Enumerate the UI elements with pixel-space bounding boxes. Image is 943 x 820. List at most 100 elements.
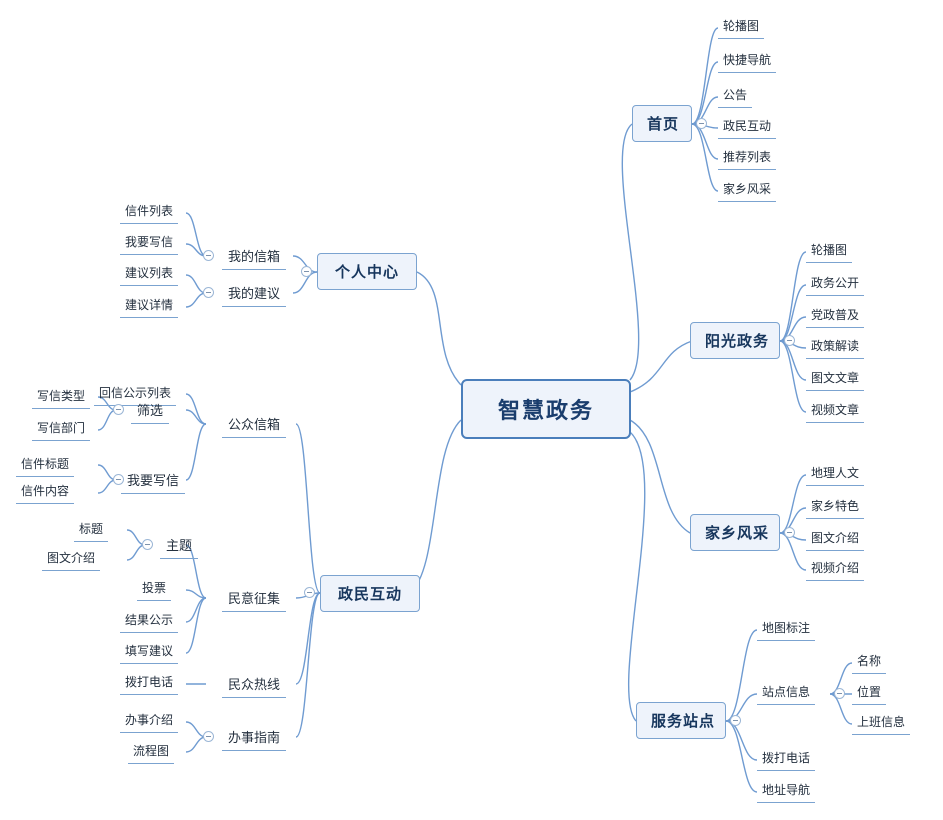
mindmap-root-node[interactable]: 智慧政务: [461, 379, 631, 439]
collapse-toggle-home[interactable]: [696, 118, 707, 129]
node-service-guide[interactable]: 办事指南: [222, 724, 287, 751]
collapse-toggle-interaction[interactable]: [304, 587, 315, 598]
node-public-hotline[interactable]: 民众热线: [222, 671, 287, 698]
collapse-toggle-write-letter[interactable]: [113, 474, 124, 485]
node-gov-article-video[interactable]: 视频文章: [806, 398, 865, 423]
branch-personal-center[interactable]: 个人中心: [317, 253, 417, 290]
node-suggestion-detail[interactable]: 建议详情: [120, 293, 179, 318]
node-station-info[interactable]: 站点信息: [757, 680, 816, 705]
node-label: 地理人文: [811, 466, 860, 480]
node-letter-list[interactable]: 信件列表: [120, 199, 179, 224]
node-service-intro[interactable]: 办事介绍: [120, 708, 179, 733]
node-topic-intro[interactable]: 图文介绍: [42, 546, 101, 571]
collapse-toggle-filter[interactable]: [113, 404, 124, 415]
node-hotline-call[interactable]: 拨打电话: [120, 670, 179, 695]
node-label: 视频文章: [811, 403, 860, 417]
collapse-toggle-my-mailbox[interactable]: [203, 250, 214, 261]
branch-home[interactable]: 首页: [632, 105, 692, 142]
node-label: 名称: [857, 654, 882, 668]
node-label: 标题: [79, 522, 104, 536]
node-home-hometown[interactable]: 家乡风采: [718, 177, 777, 202]
node-home-recommend[interactable]: 推荐列表: [718, 145, 777, 170]
node-label: 我的建议: [228, 286, 281, 301]
branch-hometown-label: 家乡风采: [705, 525, 770, 542]
node-label: 政民互动: [723, 119, 772, 133]
node-opinion-collection[interactable]: 民意征集: [222, 585, 287, 612]
node-station-call[interactable]: 拨打电话: [757, 746, 816, 771]
node-home-quicknav[interactable]: 快捷导航: [718, 48, 777, 73]
node-label: 政务公开: [811, 276, 860, 290]
node-filter[interactable]: 筛选: [131, 397, 170, 424]
node-station-work-info[interactable]: 上班信息: [852, 710, 911, 735]
node-letter-content[interactable]: 信件内容: [16, 479, 75, 504]
node-label: 地图标注: [762, 621, 811, 635]
node-home-notice[interactable]: 公告: [718, 83, 753, 108]
node-letter-title[interactable]: 信件标题: [16, 452, 75, 477]
node-label: 民众热线: [228, 677, 281, 692]
node-my-mailbox[interactable]: 我的信箱: [222, 243, 287, 270]
node-home-interaction[interactable]: 政民互动: [718, 114, 777, 139]
branch-service-station[interactable]: 服务站点: [636, 702, 726, 739]
collapse-toggle-sunshine-gov[interactable]: [784, 335, 795, 346]
node-label: 信件标题: [21, 457, 70, 471]
collapse-toggle-service-guide[interactable]: [203, 731, 214, 742]
node-label: 填写建议: [125, 644, 174, 658]
node-label: 视频介绍: [811, 561, 860, 575]
node-write-letter-personal[interactable]: 我要写信: [120, 230, 179, 255]
branch-service-station-label: 服务站点: [651, 713, 716, 730]
node-gov-policy-interpretation[interactable]: 政策解读: [806, 334, 865, 359]
node-label: 轮播图: [811, 243, 848, 257]
node-gov-carousel[interactable]: 轮播图: [806, 238, 853, 263]
collapse-toggle-hometown[interactable]: [784, 527, 795, 538]
node-fill-suggestion[interactable]: 填写建议: [120, 639, 179, 664]
collapse-toggle-station-info[interactable]: [834, 688, 845, 699]
node-reply-public-list[interactable]: 回信公示列表: [94, 381, 177, 406]
node-label: 轮播图: [723, 19, 760, 33]
branch-hometown[interactable]: 家乡风采: [690, 514, 780, 551]
node-topic[interactable]: 主题: [160, 532, 199, 559]
node-label: 建议详情: [125, 298, 174, 312]
branch-home-label: 首页: [647, 116, 680, 133]
node-label: 快捷导航: [723, 53, 772, 67]
node-label: 拨打电话: [125, 675, 174, 689]
collapse-toggle-my-suggestions[interactable]: [203, 287, 214, 298]
branch-sunshine-gov[interactable]: 阳光政务: [690, 322, 780, 359]
node-my-suggestions[interactable]: 我的建议: [222, 280, 287, 307]
node-hometown-intro-video[interactable]: 视频介绍: [806, 556, 865, 581]
node-label: 政策解读: [811, 339, 860, 353]
node-vote[interactable]: 投票: [137, 576, 172, 601]
node-label: 办事介绍: [125, 713, 174, 727]
node-hometown-geography[interactable]: 地理人文: [806, 461, 865, 486]
node-label: 我要写信: [125, 235, 174, 249]
collapse-toggle-service-station[interactable]: [730, 715, 741, 726]
node-label: 流程图: [133, 744, 170, 758]
node-letter-type[interactable]: 写信类型: [32, 384, 91, 409]
node-hometown-intro-text[interactable]: 图文介绍: [806, 526, 865, 551]
node-label: 推荐列表: [723, 150, 772, 164]
node-label: 民意征集: [228, 591, 281, 606]
node-label: 图文介绍: [47, 551, 96, 565]
node-result-publicity[interactable]: 结果公示: [120, 608, 179, 633]
node-topic-title[interactable]: 标题: [74, 517, 109, 542]
branch-sunshine-gov-label: 阳光政务: [705, 333, 770, 350]
node-station-location[interactable]: 位置: [852, 680, 887, 705]
node-suggestion-list[interactable]: 建议列表: [120, 261, 179, 286]
node-gov-party-education[interactable]: 党政普及: [806, 303, 865, 328]
node-public-mailbox[interactable]: 公众信箱: [222, 411, 287, 438]
node-hometown-features[interactable]: 家乡特色: [806, 494, 865, 519]
node-home-carousel[interactable]: 轮播图: [718, 14, 765, 39]
node-station-name[interactable]: 名称: [852, 649, 887, 674]
node-label: 写信类型: [37, 389, 86, 403]
node-letter-department[interactable]: 写信部门: [32, 416, 91, 441]
node-station-map-marker[interactable]: 地图标注: [757, 616, 816, 641]
node-label: 回信公示列表: [99, 386, 172, 400]
collapse-toggle-personal-center[interactable]: [301, 266, 312, 277]
node-gov-affairs-public[interactable]: 政务公开: [806, 271, 865, 296]
node-gov-article-text[interactable]: 图文文章: [806, 366, 865, 391]
root-label: 智慧政务: [497, 398, 594, 423]
node-station-navigate[interactable]: 地址导航: [757, 778, 816, 803]
branch-gov-citizen-interaction[interactable]: 政民互动: [320, 575, 420, 612]
node-flow-chart[interactable]: 流程图: [128, 739, 175, 764]
node-write-letter-public[interactable]: 我要写信: [121, 467, 186, 494]
collapse-toggle-topic[interactable]: [142, 539, 153, 550]
